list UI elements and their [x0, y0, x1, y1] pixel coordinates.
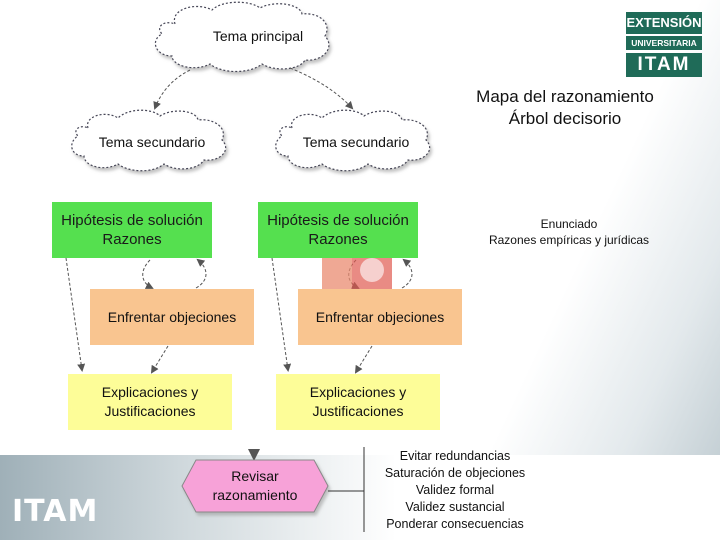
left-hypothesis-box: Hipótesis de solución Razones [52, 202, 212, 258]
right-objections-box: Enfrentar objeciones [298, 289, 462, 345]
left-objections-box: Enfrentar objeciones [90, 289, 254, 345]
cloud-secondary-right-label: Tema secundario [282, 134, 430, 150]
left-hypothesis-line-1: Hipótesis de solución [61, 211, 203, 230]
review-line-1: Revisar [231, 467, 278, 486]
right-explanations-line-2: Justificaciones [312, 402, 403, 421]
side-note-line-1: Enunciado [466, 216, 672, 232]
review-line-2: razonamiento [213, 486, 298, 505]
checklist-item: Evitar redundancias [366, 448, 544, 465]
title-line-1: Mapa del razonamiento [450, 86, 680, 108]
extension-universitaria-logo: EXTENSIÓN UNIVERSITARIA ITAM [626, 12, 702, 78]
right-hypothesis-line-2: Razones [308, 230, 367, 249]
left-explanations-line-1: Explicaciones y [102, 383, 199, 402]
checklist-item: Saturación de objeciones [366, 465, 544, 482]
left-hypothesis-line-2: Razones [102, 230, 161, 249]
right-hypothesis-box: Hipótesis de solución Razones [258, 202, 418, 258]
title-line-2: Árbol decisorio [450, 108, 680, 130]
left-explanations-line-2: Justificaciones [104, 402, 195, 421]
itam-logo: ITAM [12, 494, 98, 529]
diagram-title: Mapa del razonamiento Árbol decisorio [450, 86, 680, 130]
right-explanations-box: Explicaciones y Justificaciones [276, 374, 440, 430]
cloud-main-label: Tema principal [172, 28, 344, 44]
side-note-line-2: Razones empíricas y jurídicas [466, 232, 672, 248]
left-explanations-box: Explicaciones y Justificaciones [68, 374, 232, 430]
logo-line-2: UNIVERSITARIA [626, 36, 702, 50]
logo-line-1: EXTENSIÓN [626, 12, 702, 34]
checklist-item: Ponderar consecuencias [366, 516, 544, 533]
review-checklist: Evitar redundancias Saturación de objeci… [366, 448, 544, 533]
right-explanations-line-1: Explicaciones y [310, 383, 407, 402]
cloud-secondary-left-label: Tema secundario [78, 134, 226, 150]
checklist-item: Validez sustancial [366, 499, 544, 516]
right-objections-label: Enfrentar objeciones [316, 308, 444, 327]
side-note: Enunciado Razones empíricas y jurídicas [466, 216, 672, 248]
logo-mark: ITAM [626, 53, 702, 77]
right-hypothesis-line-1: Hipótesis de solución [267, 211, 409, 230]
left-objections-label: Enfrentar objeciones [108, 308, 236, 327]
checklist-item: Validez formal [366, 482, 544, 499]
review-label: Revisar razonamiento [182, 462, 328, 510]
